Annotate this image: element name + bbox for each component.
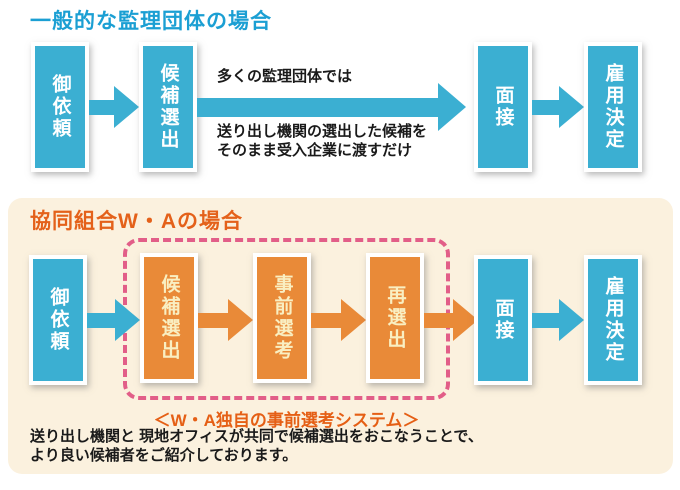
step-box-interview: 面接	[474, 42, 532, 172]
flow-arrow-icon	[424, 299, 478, 341]
flow-arrow-icon	[311, 299, 366, 341]
arrow-head	[114, 86, 139, 128]
arrow-shaft	[311, 312, 341, 328]
step-label-interview-2: 面接	[492, 298, 514, 342]
arrow-head	[115, 299, 140, 341]
step-label-employment-decision-2: 雇用決定	[602, 276, 624, 364]
top-section: 一般的な監理団体の場合 御依頼 候補選出 多くの監理団体では 送り出し機関の選出…	[0, 0, 680, 198]
arrow-shaft	[87, 312, 115, 328]
arrow-shaft	[532, 312, 559, 328]
step-label-candidate-selection: 候補選出	[157, 63, 179, 151]
step-box-candidate-selection-2: 候補選出	[140, 253, 198, 383]
bottom-footer-line2: より良い候補者をご紹介しております。	[30, 447, 298, 464]
bottom-section: 協同組合W・Aの場合	[0, 198, 680, 474]
step-label-interview: 面接	[492, 85, 514, 129]
pre-selection-system-label: ＜W・A独自の事前選考システム＞	[153, 411, 420, 430]
step-label-employment-decision: 雇用決定	[602, 63, 624, 151]
long-flow-arrow-icon	[197, 83, 466, 131]
bottom-footer-line1: 送り出し機関と 現地オフィスが共同で候補選出をおこなうことで、	[30, 428, 483, 445]
step-label-request-2: 御依頼	[47, 287, 69, 353]
arrow-shaft	[197, 97, 438, 117]
step-box-re-selection: 再選出	[366, 253, 424, 383]
step-box-request-2: 御依頼	[29, 255, 87, 385]
arrow-head	[559, 299, 584, 341]
arrow-head	[453, 299, 478, 341]
step-label-candidate-selection-2: 候補選出	[158, 274, 180, 362]
arrow-head	[559, 86, 584, 128]
flow-arrow-icon	[89, 86, 139, 128]
step-box-pre-screening: 事前選考	[253, 253, 311, 383]
top-note-line1: 多くの監理団体では	[217, 68, 353, 85]
top-section-title: 一般的な監理団体の場合	[30, 10, 272, 33]
flow-arrow-icon	[532, 86, 584, 128]
arrow-shaft	[532, 99, 559, 115]
top-note-line2: 送り出し機関の選出した候補を	[217, 123, 428, 140]
step-label-re-selection: 再選出	[384, 285, 406, 351]
step-box-interview-2: 面接	[474, 255, 532, 385]
arrow-head	[438, 83, 466, 131]
step-box-employment-decision: 雇用決定	[584, 42, 642, 172]
flow-arrow-icon	[198, 299, 253, 341]
step-box-candidate-selection: 候補選出	[139, 42, 197, 172]
step-label-request: 御依頼	[49, 74, 71, 140]
bottom-section-title: 協同組合W・Aの場合	[30, 210, 243, 233]
arrow-shaft	[424, 312, 453, 328]
flow-arrow-icon	[87, 299, 140, 341]
step-box-employment-decision-2: 雇用決定	[584, 255, 642, 385]
arrow-shaft	[198, 312, 228, 328]
top-note-line3: そのまま受入企業に渡すだけ	[217, 142, 413, 159]
arrow-shaft	[89, 99, 114, 115]
flow-arrow-icon	[532, 299, 584, 341]
step-box-request: 御依頼	[31, 42, 89, 172]
arrow-head	[341, 299, 366, 341]
arrow-head	[228, 299, 253, 341]
step-label-pre-screening: 事前選考	[271, 274, 293, 362]
